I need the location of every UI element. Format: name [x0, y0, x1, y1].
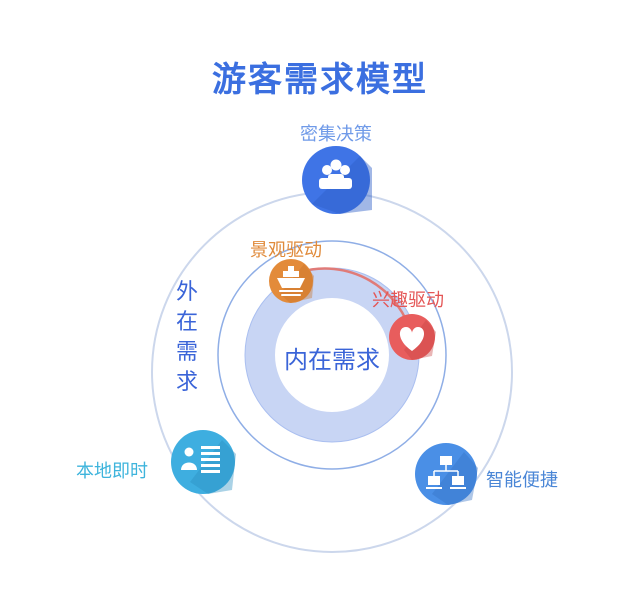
center-label: 内在需求 [284, 346, 380, 374]
interest-label: 兴趣驱动 [372, 290, 444, 311]
id-card-icon [181, 446, 220, 473]
diagram-title: 游客需求模型 [212, 60, 428, 100]
local-node [171, 430, 236, 494]
local-label: 本地即时 [76, 461, 148, 482]
smart-label: 智能便捷 [486, 470, 558, 491]
scenery-node [269, 259, 314, 303]
middle-ring [217, 240, 447, 470]
ship-icon [277, 266, 305, 296]
outer-label: 外在需求 [175, 280, 198, 395]
dense-node [302, 146, 372, 214]
network-icon [426, 456, 466, 489]
heart-icon [399, 327, 425, 351]
scenery-label: 景观驱动 [250, 240, 322, 261]
dense-label: 密集决策 [300, 124, 372, 145]
people-icon [319, 159, 352, 189]
interest-node [389, 314, 436, 360]
smart-node [415, 443, 478, 505]
